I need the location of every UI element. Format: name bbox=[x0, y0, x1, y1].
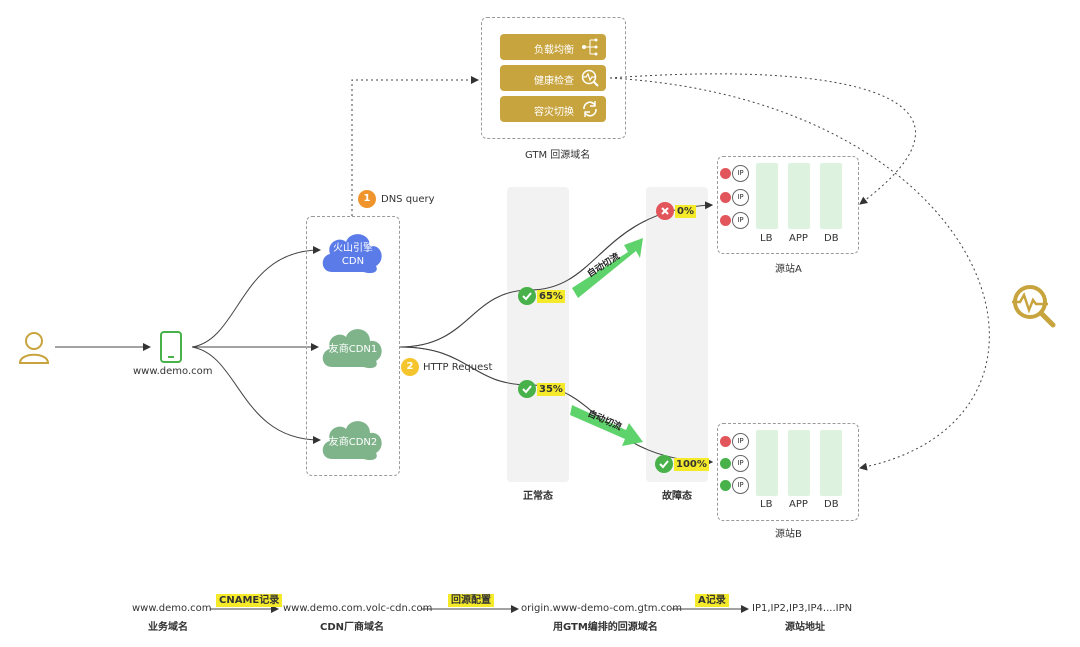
origin-b-box bbox=[717, 423, 859, 521]
origin-a-app-column bbox=[788, 163, 810, 229]
origin-b-db-column bbox=[820, 430, 842, 496]
percent-a-fault: 0% bbox=[675, 205, 696, 218]
step-2-label: HTTP Request bbox=[423, 362, 493, 373]
client-domain: www.demo.com bbox=[133, 366, 213, 377]
status-up-icon bbox=[720, 458, 731, 469]
phone-to-cdn3-arrow bbox=[191, 346, 321, 444]
phone-icon bbox=[160, 331, 182, 363]
gtm-health-check[interactable]: 健康检查 bbox=[500, 65, 606, 91]
cdn-volc-label: 火山引擎 CDN bbox=[318, 242, 388, 268]
origin-a-ip-2: IP bbox=[732, 189, 749, 206]
cdn-partner1-label: 友商CDN1 bbox=[328, 344, 378, 355]
origin-a-ip-3: IP bbox=[732, 212, 749, 229]
gtm-item-label: 健康检查 bbox=[534, 76, 574, 87]
origin-b-col-app: APP bbox=[789, 499, 808, 510]
origin-a-ip-1: IP bbox=[732, 165, 749, 182]
status-down-icon bbox=[720, 192, 731, 203]
chain-edge-1: CNAME记录 bbox=[216, 594, 283, 607]
health-check-magnifier-icon bbox=[1008, 280, 1062, 330]
gtm-failover[interactable]: 容灾切换 bbox=[500, 96, 606, 122]
origin-a-db-column bbox=[820, 163, 842, 229]
check-icon bbox=[518, 287, 536, 305]
normal-state-label: 正常态 bbox=[523, 491, 553, 502]
chain-node-4-value: IP1,IP2,IP3,IP4....IPN bbox=[752, 603, 853, 614]
failover-icon bbox=[583, 101, 597, 117]
origin-b-col-lb: LB bbox=[760, 499, 773, 510]
origin-b-ip-1: IP bbox=[732, 433, 749, 450]
cdn-box bbox=[306, 216, 400, 476]
origin-b-name: 源站B bbox=[775, 529, 802, 540]
origin-b-ip-2: IP bbox=[732, 455, 749, 472]
cdn-volc-cloud[interactable] bbox=[318, 226, 388, 278]
gtm-item-label: 负载均衡 bbox=[534, 45, 574, 56]
origin-b-lb-column bbox=[756, 430, 778, 496]
origin-b-col-db: DB bbox=[824, 499, 839, 510]
status-up-icon bbox=[720, 480, 731, 491]
check-icon bbox=[518, 380, 536, 398]
gtm-load-balance[interactable]: 负载均衡 bbox=[500, 34, 606, 60]
percent-b-normal: 35% bbox=[537, 383, 565, 396]
chain-node-4-desc: 源站地址 bbox=[785, 622, 825, 633]
origin-a-box bbox=[717, 156, 859, 254]
load-balance-icon bbox=[582, 38, 598, 56]
percent-b-fault: 100% bbox=[674, 458, 709, 471]
chain-edge-2: 回源配置 bbox=[448, 594, 494, 607]
status-down-icon bbox=[720, 436, 731, 447]
fault-state-band bbox=[646, 187, 708, 482]
fail-icon bbox=[656, 202, 674, 220]
chain-node-2-desc: CDN厂商域名 bbox=[320, 622, 385, 633]
origin-a-col-app: APP bbox=[789, 233, 808, 244]
origin-a-lb-column bbox=[756, 163, 778, 229]
origin-a-col-db: DB bbox=[824, 233, 839, 244]
chain-node-3-value: origin.www-demo-com.gtm.com bbox=[521, 603, 683, 614]
origin-b-app-column bbox=[788, 430, 810, 496]
cdn-partner2-label: 友商CDN2 bbox=[328, 437, 378, 448]
status-down-icon bbox=[720, 215, 731, 226]
gtm-caption: GTM 回源域名 bbox=[525, 150, 591, 161]
percent-a-normal: 65% bbox=[537, 290, 565, 303]
phone-to-cdn1-arrow bbox=[191, 246, 321, 348]
step-2-badge: 2 bbox=[401, 358, 419, 376]
normal-state-band bbox=[507, 187, 569, 482]
origin-a-name: 源站A bbox=[775, 264, 802, 275]
auto-switch-arrow-down bbox=[570, 405, 643, 446]
user-icon bbox=[18, 332, 50, 364]
step-1-badge: 1 bbox=[358, 190, 376, 208]
status-down-icon bbox=[720, 168, 731, 179]
chain-edge-3: A记录 bbox=[695, 594, 729, 607]
check-icon bbox=[655, 455, 673, 473]
chain-node-2-value: www.demo.com.volc-cdn.com bbox=[283, 603, 433, 614]
origin-b-ip-3: IP bbox=[732, 477, 749, 494]
gtm-box bbox=[481, 17, 626, 139]
cdn-partner1-cloud[interactable] bbox=[318, 321, 388, 373]
cdn-volc-line1: 火山引擎 bbox=[333, 243, 373, 254]
step-1-label: DNS query bbox=[381, 194, 435, 205]
chain-node-1-desc: 业务域名 bbox=[148, 622, 188, 633]
origin-a-col-lb: LB bbox=[760, 233, 773, 244]
dns-query-line bbox=[351, 76, 479, 216]
chain-node-3-desc: 用GTM编排的回源域名 bbox=[553, 622, 658, 633]
cdn-volc-line2: CDN bbox=[341, 256, 365, 267]
health-check-icon bbox=[581, 69, 599, 87]
chain-node-1-value: www.demo.com bbox=[132, 603, 212, 614]
gtm-item-label: 容灾切换 bbox=[534, 107, 574, 118]
fault-state-label: 故障态 bbox=[662, 491, 692, 502]
cdn-partner2-cloud[interactable] bbox=[318, 413, 388, 465]
auto-switch-arrow-up bbox=[572, 238, 643, 298]
